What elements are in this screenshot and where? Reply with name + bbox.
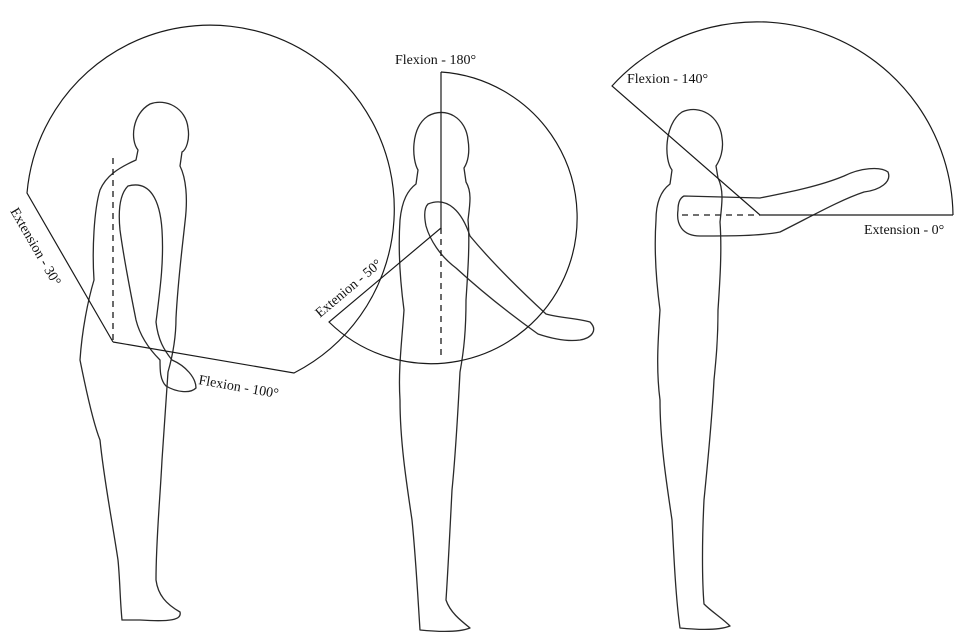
figure-1-extension-label: Extension - 30° — [7, 206, 64, 289]
figure-1-range-arc — [27, 25, 394, 373]
figure-2-extension-label: Extenion - 50° — [313, 257, 385, 321]
figure-3-body-outline — [655, 110, 730, 630]
figure-1-body-outline — [80, 102, 189, 620]
figure-3-arm-outline — [678, 169, 889, 236]
figure-2-arm-outline — [425, 202, 594, 341]
figure-2: Flexion - 180° Extenion - 50° — [313, 53, 594, 631]
figure-1-arm-outline — [119, 185, 196, 392]
figure-3: Flexion - 140° Extension - 0° — [612, 22, 953, 629]
figure-3-flexion-label: Flexion - 140° — [627, 72, 708, 87]
figure-3-extension-label: Extension - 0° — [864, 223, 944, 238]
figure-2-body-outline — [399, 112, 470, 631]
figure-2-flexion-label: Flexion - 180° — [395, 53, 476, 68]
figure-3-range-arc — [612, 22, 953, 215]
figure-1: Extension - 30° Flexion - 100° — [7, 25, 395, 621]
figure-1-flexion-label: Flexion - 100° — [197, 373, 279, 402]
